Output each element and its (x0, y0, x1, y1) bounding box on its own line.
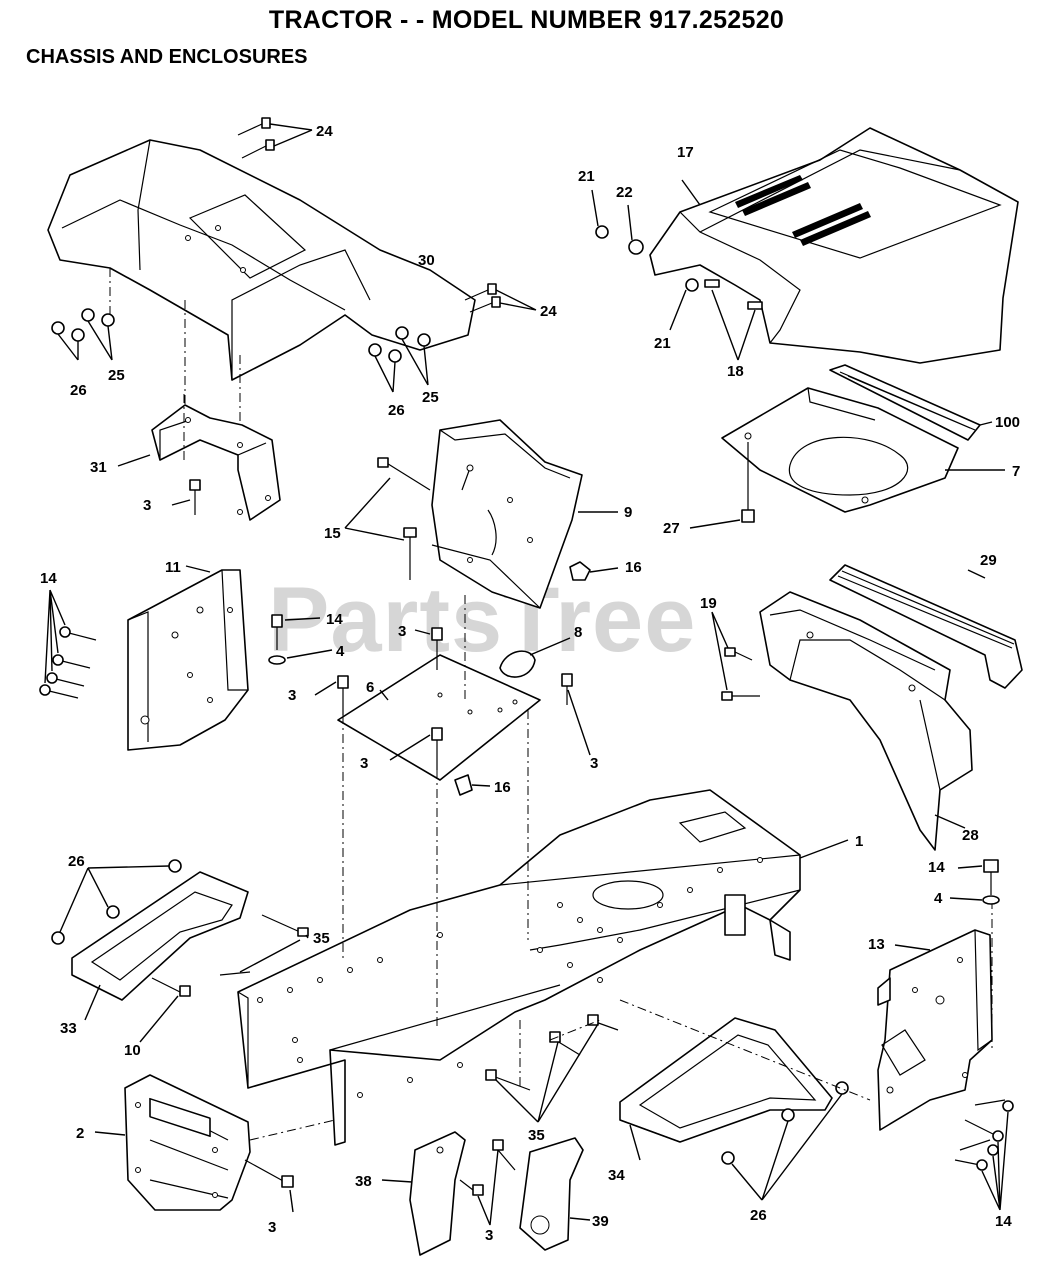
callout-3: 3 (288, 687, 296, 704)
callout-26: 26 (68, 853, 85, 870)
callout-3: 3 (360, 755, 368, 772)
callout-10: 10 (124, 1042, 141, 1059)
part-3-bolt-front[interactable] (244, 1159, 294, 1213)
part-14-bolts-left[interactable] (39, 589, 97, 699)
part-25-26-hardware-right[interactable] (368, 326, 431, 393)
callout-6: 6 (366, 679, 374, 696)
callout-24: 24 (316, 123, 333, 140)
callout-18: 18 (727, 363, 744, 380)
callout-15: 15 (324, 525, 341, 542)
callout-8: 8 (574, 624, 582, 641)
part-6-plate[interactable] (337, 654, 541, 781)
callout-17: 17 (677, 144, 694, 161)
callout-21: 21 (654, 335, 671, 352)
part-7-pan[interactable] (721, 387, 1005, 513)
callout-27: 27 (663, 520, 680, 537)
part-3-bolt-bracket[interactable] (171, 479, 201, 515)
part-13-side-panel-right[interactable] (877, 929, 993, 1131)
callout-3: 3 (590, 755, 598, 772)
callout-labels: 1 2 3 3 3 3 3 3 3 3 4 4 6 7 8 9 10 11 13… (40, 123, 1020, 1244)
part-14-bolts-right[interactable] (954, 1099, 1014, 1211)
alignment-lines-lower (249, 999, 871, 1141)
callout-16: 16 (494, 779, 511, 796)
callout-25: 25 (422, 389, 439, 406)
part-2-front-bracket[interactable] (94, 1074, 251, 1211)
callout-21: 21 (578, 168, 595, 185)
callout-30: 30 (418, 252, 435, 269)
part-17-hood[interactable] (649, 127, 1019, 364)
callout-14: 14 (995, 1213, 1012, 1230)
part-14-4-bolt-washer-left[interactable] (268, 614, 333, 665)
part-11-side-panel-left[interactable] (127, 565, 249, 751)
callout-22: 22 (616, 184, 633, 201)
callout-26: 26 (388, 402, 405, 419)
callout-39: 39 (592, 1213, 609, 1230)
callout-33: 33 (60, 1020, 77, 1037)
part-21-22-hood-hardware[interactable] (591, 179, 756, 361)
part-30-fender[interactable] (47, 139, 476, 381)
part-39-bracket[interactable] (519, 1137, 591, 1251)
diagram-title: TRACTOR - - MODEL NUMBER 917.252520 (268, 6, 785, 34)
callout-9: 9 (624, 504, 632, 521)
callout-35: 35 (313, 930, 330, 947)
callout-14: 14 (326, 611, 343, 628)
callout-2: 2 (76, 1125, 84, 1142)
callout-26: 26 (70, 382, 87, 399)
diagram-subtitle: CHASSIS AND ENCLOSURES (26, 46, 308, 68)
part-100-strip[interactable] (829, 364, 993, 441)
part-14-4-bolt-washer-right[interactable] (949, 859, 1000, 905)
callout-3: 3 (143, 497, 151, 514)
part-29-grille[interactable] (829, 564, 1023, 689)
callout-34: 34 (608, 1167, 625, 1184)
callout-26: 26 (750, 1207, 767, 1224)
part-26-nuts-right-footrest[interactable] (721, 1081, 849, 1201)
callout-4: 4 (934, 890, 943, 907)
callout-35: 35 (528, 1127, 545, 1144)
part-24-bolts-top[interactable] (237, 117, 313, 159)
callout-38: 38 (355, 1173, 372, 1190)
part-10-bolt[interactable] (139, 977, 191, 1043)
callout-1: 1 (855, 833, 863, 850)
part-26-nuts-left-footrest[interactable] (51, 859, 182, 945)
part-27-screw[interactable] (689, 442, 755, 529)
part-38-bracket[interactable] (381, 1131, 466, 1256)
callout-100: 100 (995, 414, 1020, 431)
callout-25: 25 (108, 367, 125, 384)
part-35-bolts-center[interactable] (485, 1014, 619, 1123)
callout-24: 24 (540, 303, 557, 320)
callout-7: 7 (1012, 463, 1020, 480)
part-34-footrest-right[interactable] (619, 1017, 833, 1161)
callout-29: 29 (980, 552, 997, 569)
callout-11: 11 (165, 559, 181, 576)
callout-14: 14 (928, 859, 945, 876)
callout-3: 3 (398, 623, 406, 640)
callout-13: 13 (868, 936, 885, 953)
callout-3: 3 (268, 1219, 276, 1236)
part-16-nut-bottom[interactable] (454, 774, 491, 796)
part-28-dash-enclosure[interactable] (759, 591, 973, 851)
callout-16: 16 (625, 559, 642, 576)
callout-19: 19 (700, 595, 717, 612)
alignment-line (184, 300, 241, 425)
callout-31: 31 (90, 459, 107, 476)
part-9-dash-panel[interactable] (431, 419, 618, 609)
part-35-bolts-left[interactable] (219, 914, 309, 976)
callout-14: 14 (40, 570, 57, 587)
callout-3: 3 (485, 1227, 493, 1244)
part-16-nut-top[interactable] (569, 561, 619, 581)
part-15-bolts[interactable] (344, 457, 431, 580)
alignment-lines-frame (183, 390, 993, 1090)
part-25-26-hardware-left[interactable] (51, 268, 115, 361)
callout-28: 28 (962, 827, 979, 844)
part-19-screws[interactable] (711, 611, 760, 701)
callout-4: 4 (336, 643, 345, 660)
part-3-bolts-brackets[interactable] (459, 1139, 516, 1226)
part-3-bolts-plate[interactable] (314, 627, 591, 770)
part-24-bolts-right[interactable] (464, 283, 537, 313)
part-33-footrest-left[interactable] (71, 871, 249, 1021)
part-8-clip[interactable] (499, 637, 571, 678)
